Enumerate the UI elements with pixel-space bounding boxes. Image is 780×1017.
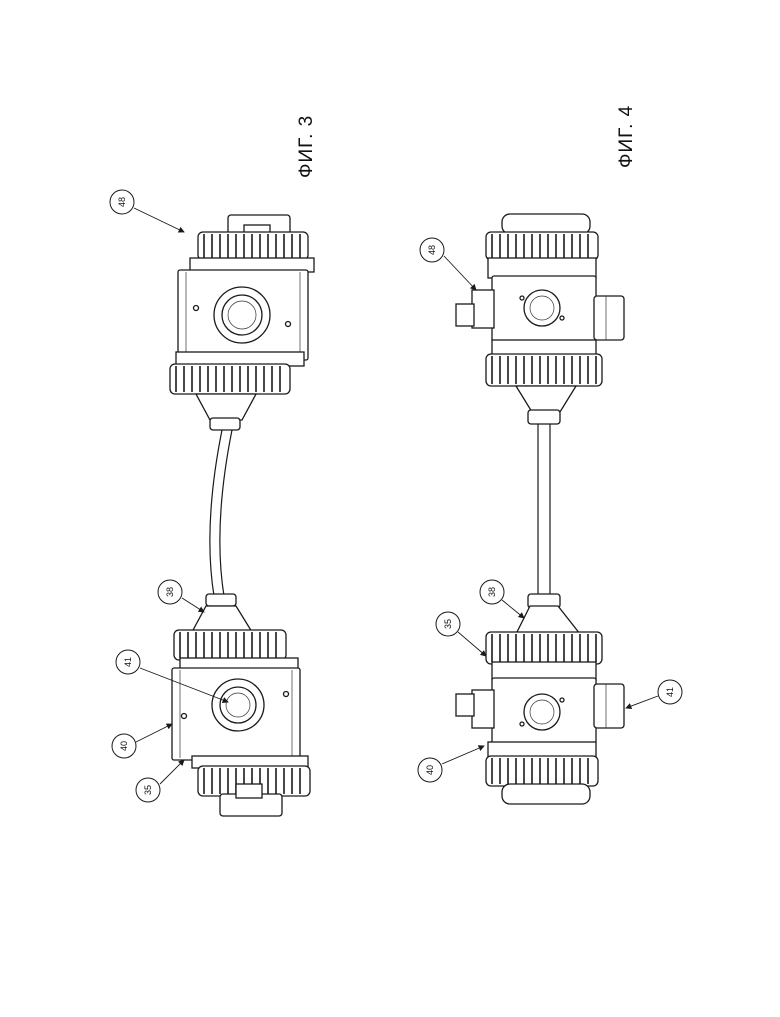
svg-text:35: 35 [443,619,453,629]
fig4-ref-41: 41 [626,680,682,708]
fig4-ref-48: 48 [420,238,476,290]
figure-4: ФИГ. 4 [418,105,682,804]
fig3-ref-48: 48 [110,190,184,232]
fig4-upper-fitting [456,214,624,424]
fig4-lower-fitting [456,594,624,804]
svg-text:38: 38 [165,587,175,597]
svg-text:40: 40 [425,765,435,775]
figure-4-caption: ФИГ. 4 [616,105,637,168]
fig3-upper-fitting [170,215,314,430]
fig4-ref-40: 40 [418,746,484,782]
fig4-ref-35: 35 [436,612,486,656]
svg-text:41: 41 [665,687,675,697]
fig3-lower-fitting [172,594,310,816]
fig3-ref-35: 35 [136,760,184,802]
svg-text:40: 40 [119,741,129,751]
svg-text:41: 41 [123,657,133,667]
svg-text:48: 48 [427,245,437,255]
svg-text:48: 48 [117,197,127,207]
fig4-ref-38: 38 [480,580,524,618]
fig3-ref-38: 38 [158,580,204,612]
fig3-ref-40: 40 [112,724,172,758]
svg-text:35: 35 [143,785,153,795]
figure-3-caption: ФИГ. 3 [296,115,317,178]
figure-3: ФИГ. 3 [110,115,317,816]
svg-text:38: 38 [487,587,497,597]
